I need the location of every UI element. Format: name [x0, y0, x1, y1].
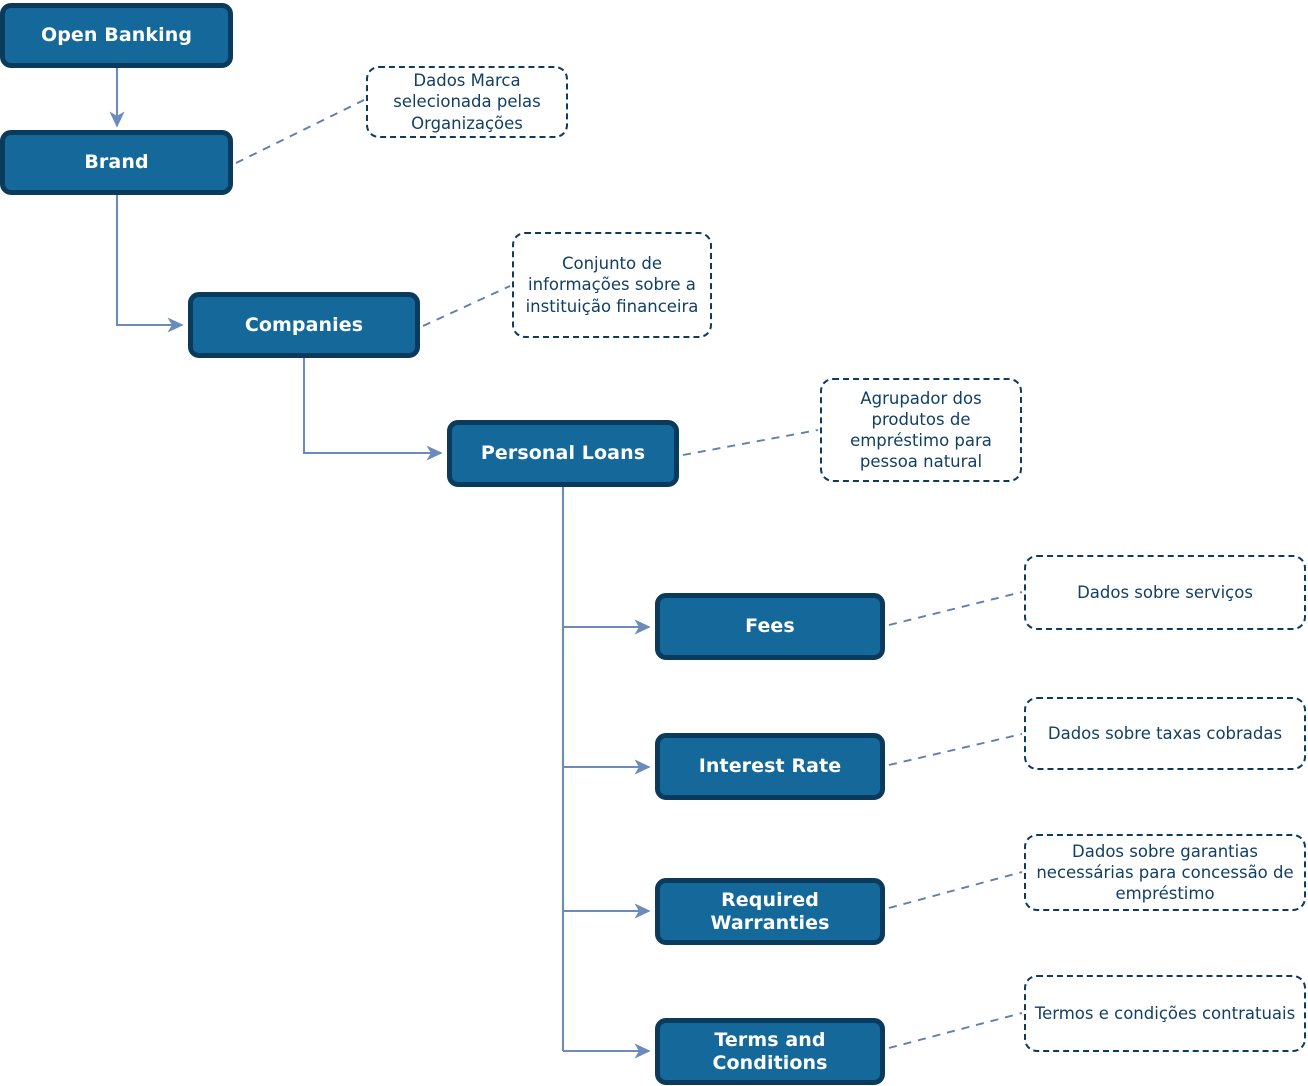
node-open-banking[interactable]: Open Banking [0, 3, 233, 68]
note-text: Conjunto de informações sobre a institui… [525, 254, 699, 316]
note-text: Dados sobre garantias necessárias para c… [1036, 841, 1294, 904]
link-fees-note [888, 591, 1023, 626]
note-terms-and-conditions: Termos e condições contratuais [1024, 975, 1306, 1052]
link-interest-rate-note [888, 733, 1023, 766]
note-required-warranties: Dados sobre garantias necessárias para c… [1024, 834, 1306, 911]
node-label: Personal Loans [480, 442, 646, 465]
link-terms-note [888, 1012, 1023, 1049]
node-personal-loans[interactable]: Personal Loans [447, 420, 679, 487]
note-companies: Conjunto de informações sobre a institui… [512, 232, 712, 338]
note-brand: Dados Marca selecionada pelas Organizaçõ… [366, 66, 568, 138]
link-personal-loans-note [682, 429, 819, 456]
node-label: Terms and Conditions [712, 1028, 828, 1074]
link-warranties-note [888, 871, 1023, 909]
edge-brand-to-companies [115, 195, 184, 333]
node-brand[interactable]: Brand [0, 130, 233, 195]
node-terms-and-conditions[interactable]: Terms and Conditions [655, 1018, 885, 1085]
edge-companies-to-personal-loans [302, 358, 443, 461]
node-label: Interest Rate [698, 755, 842, 778]
link-companies-note [422, 285, 511, 327]
node-label: Required Warranties [710, 888, 830, 934]
note-personal-loans: Agrupador dos produtos de empréstimo par… [820, 378, 1022, 482]
node-label: Companies [244, 313, 364, 336]
node-label: Brand [84, 151, 149, 174]
note-text: Termos e condições contratuais [1034, 1003, 1296, 1023]
node-label: Fees [745, 615, 795, 638]
note-fees: Dados sobre serviços [1024, 555, 1306, 630]
note-interest-rate: Dados sobre taxas cobradas [1024, 697, 1306, 770]
note-text: Dados sobre taxas cobradas [1047, 723, 1283, 743]
node-fees[interactable]: Fees [655, 593, 885, 660]
note-text: Dados Marca selecionada pelas Organizaçõ… [393, 71, 541, 133]
node-label: Open Banking [40, 24, 193, 47]
node-required-warranties[interactable]: Required Warranties [655, 878, 885, 945]
note-text: Dados sobre serviços [1077, 582, 1253, 602]
note-text: Agrupador dos produtos de empréstimo par… [850, 388, 992, 472]
node-companies[interactable]: Companies [188, 292, 420, 358]
node-interest-rate[interactable]: Interest Rate [655, 733, 885, 800]
link-brand-note [235, 99, 365, 164]
